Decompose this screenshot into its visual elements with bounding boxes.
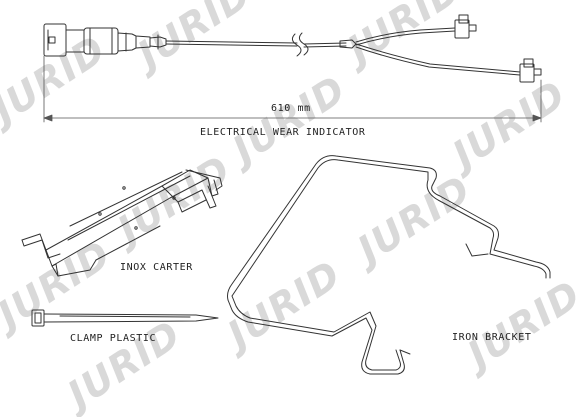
clamp-plastic xyxy=(31,309,219,327)
iron-bracket-label: IRON BRACKET xyxy=(452,332,532,343)
wear-indicator-sensor xyxy=(43,14,542,83)
inox-carter-label: INOX CARTER xyxy=(120,262,193,273)
wear-indicator-label: ELECTRICAL WEAR INDICATOR xyxy=(200,127,366,138)
iron-bracket xyxy=(227,155,551,375)
clamp-plastic-label: CLAMP PLASTIC xyxy=(70,333,157,344)
dimension-label: 610 mm xyxy=(271,103,311,114)
drawing-canvas xyxy=(21,14,551,375)
dimension-line xyxy=(43,55,542,123)
inox-carter xyxy=(21,169,223,277)
